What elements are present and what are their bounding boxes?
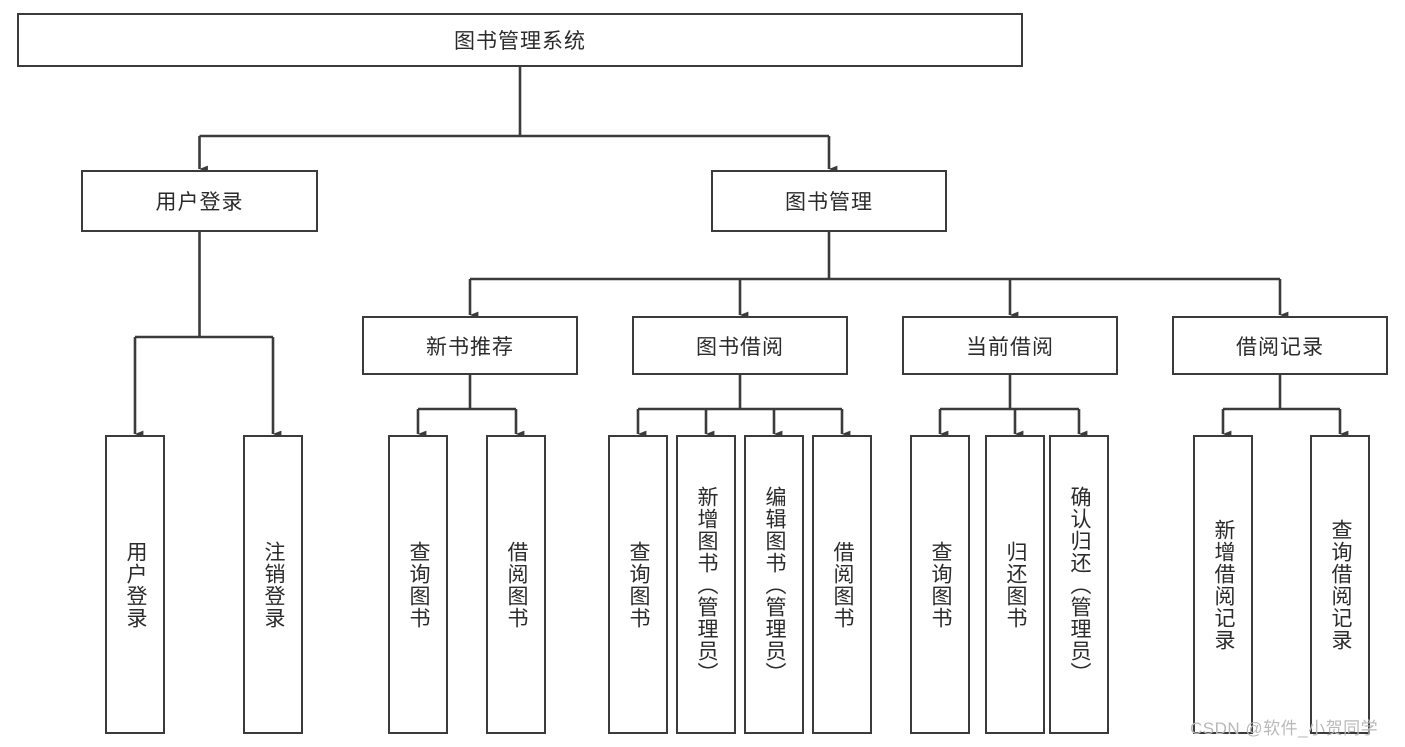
leaf-node[interactable]: 编辑图书（管理员） [744, 435, 804, 734]
leaf-node[interactable]: 用户登录 [105, 435, 165, 734]
leaf-node[interactable]: 借阅图书 [812, 435, 872, 734]
node-label: 用户登录 [155, 191, 244, 214]
leaf-node[interactable]: 新增借阅记录 [1193, 435, 1253, 734]
node-label: 新书推荐 [426, 335, 514, 359]
node-label: 借阅记录 [1236, 335, 1324, 359]
node-label: 查询图书 [929, 540, 953, 629]
node-label: 图书管理系统 [454, 30, 586, 53]
leaf-node[interactable]: 注销登录 [243, 435, 303, 734]
node-label: 编辑图书（管理员） [763, 485, 787, 684]
node-label: 新增借阅记录 [1212, 518, 1236, 651]
leaf-node[interactable]: 新增图书（管理员） [676, 435, 736, 734]
node-label: 归还图书 [1004, 540, 1028, 629]
branch-node[interactable]: 借阅记录 [1172, 316, 1388, 375]
branch-node[interactable]: 新书推荐 [362, 316, 578, 375]
leaf-node[interactable]: 查询借阅记录 [1310, 435, 1370, 734]
node-label: 借阅图书 [831, 540, 855, 629]
leaf-node[interactable]: 查询图书 [388, 435, 448, 734]
csdn-watermark: CSDN @软件_小贺同学 [1190, 719, 1379, 738]
connector-lines [133, 67, 1349, 438]
node-label: 新增图书（管理员） [695, 485, 719, 684]
leaf-node[interactable]: 查询图书 [608, 435, 668, 734]
leaf-node[interactable]: 归还图书 [985, 435, 1045, 734]
branch-node[interactable]: 图书借阅 [632, 316, 848, 375]
branch-node[interactable]: 用户登录 [81, 170, 318, 232]
node-label: 当前借阅 [966, 335, 1054, 359]
branch-node[interactable]: 当前借阅 [902, 316, 1118, 375]
node-label: 查询图书 [627, 540, 651, 629]
node-label: 用户登录 [124, 540, 148, 629]
node-label: 图书借阅 [696, 335, 784, 359]
root-node[interactable]: 图书管理系统 [17, 13, 1023, 67]
node-label: 确认归还（管理员） [1068, 485, 1092, 684]
node-label: 查询借阅记录 [1329, 518, 1353, 651]
leaf-node[interactable]: 确认归还（管理员） [1049, 435, 1109, 734]
leaf-node[interactable]: 查询图书 [910, 435, 970, 734]
leaf-node[interactable]: 借阅图书 [486, 435, 546, 734]
branch-node[interactable]: 图书管理 [711, 170, 947, 232]
node-label: 借阅图书 [505, 540, 529, 629]
node-label: 图书管理 [785, 191, 873, 214]
node-label: 注销登录 [262, 540, 286, 629]
node-label: 查询图书 [407, 540, 431, 629]
